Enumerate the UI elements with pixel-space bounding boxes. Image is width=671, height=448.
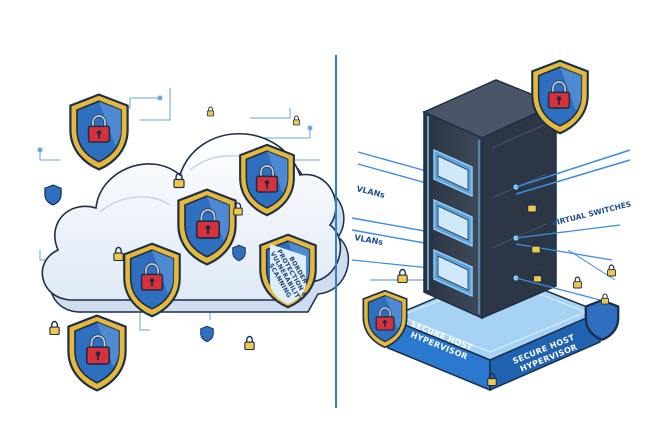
mini-shield-icon — [232, 244, 246, 262]
padlock-icon — [292, 115, 301, 126]
padlock-icon — [244, 335, 255, 351]
border-protection-shield: BORDER PROTECTION & VULNERABILITY SCANNI… — [259, 233, 317, 309]
padlock-icon — [600, 293, 610, 305]
blue-shield-icon — [584, 299, 620, 341]
server-tower — [422, 79, 558, 320]
padlock-icon — [49, 320, 60, 336]
vlans-label-upper: VLANs — [356, 184, 386, 200]
shield-lock-icon — [67, 314, 127, 392]
padlock-icon — [572, 276, 583, 289]
mini-shield-icon — [44, 184, 62, 206]
shield-lock-icon — [69, 93, 129, 171]
mini-shield-icon — [200, 325, 214, 343]
cloud-panel: BORDER PROTECTION & VULNERABILITY SCANNI… — [37, 88, 349, 392]
padlock-icon — [606, 264, 617, 277]
server-bay — [433, 248, 473, 298]
padlock-icon — [206, 106, 215, 117]
server-bay — [433, 198, 473, 248]
server-panel: VLANs VLANs SECURE HOST HYPERVISOR SECUR… — [351, 59, 632, 392]
vlan-bands — [351, 151, 431, 281]
virtual-switches-label: VIRTUAL SWITCHES — [550, 199, 632, 228]
server-bay — [433, 148, 473, 198]
padlock-icon — [397, 268, 408, 284]
